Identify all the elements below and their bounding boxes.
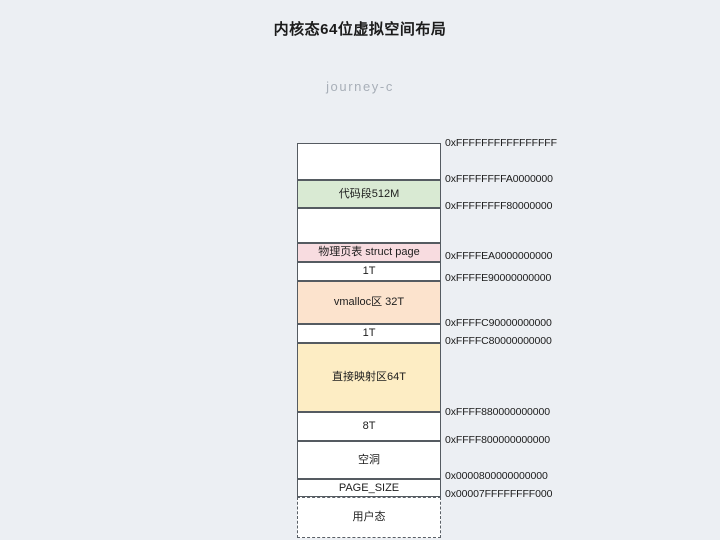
memory-region-label: 8T [362, 420, 376, 433]
address-boundary-label: 0xFFFFE90000000000 [445, 272, 552, 284]
memory-region-label: 1T [362, 265, 376, 278]
address-boundary-label: 0x0000800000000000 [445, 470, 548, 482]
watermark-label: journey-c [326, 79, 394, 94]
memory-region-label: 空洞 [358, 453, 380, 466]
memory-region-label: 物理页表 struct page [318, 246, 420, 259]
memory-region-block: 物理页表 struct page [297, 243, 441, 262]
memory-region-label: 用户态 [352, 511, 386, 524]
memory-region-block: PAGE_SIZE [297, 479, 441, 497]
memory-region-label: 直接映射区64T [332, 371, 406, 384]
address-boundary-label: 0xFFFF800000000000 [445, 434, 551, 446]
memory-region-block: 用户态 [297, 497, 441, 538]
memory-region-label: 1T [362, 327, 376, 340]
memory-region-block: 1T [297, 262, 441, 281]
memory-region-block: 直接映射区64T [297, 343, 441, 412]
address-boundary-label: 0xFFFFEA0000000000 [445, 250, 553, 262]
page-title: 内核态64位虚拟空间布局 [273, 21, 447, 38]
memory-region-block: 代码段512M [297, 180, 441, 208]
memory-region-block: 1T [297, 324, 441, 343]
memory-region-label: vmalloc区 32T [333, 296, 405, 309]
memory-region-label: PAGE_SIZE [338, 481, 400, 494]
memory-region-block [297, 208, 441, 243]
address-boundary-label: 0xFFFF880000000000 [445, 406, 551, 418]
memory-region-block: 空洞 [297, 441, 441, 479]
memory-region-label: 代码段512M [338, 187, 400, 200]
memory-region-block [297, 143, 441, 180]
address-boundary-label: 0x00007FFFFFFFF000 [445, 488, 553, 500]
address-boundary-label: 0xFFFFFFFFFFFFFFFF [445, 137, 557, 149]
address-boundary-label: 0xFFFFC90000000000 [445, 317, 552, 329]
address-boundary-label: 0xFFFFC80000000000 [445, 335, 552, 347]
address-boundary-label: 0xFFFFFFFF80000000 [445, 200, 553, 212]
memory-region-block: vmalloc区 32T [297, 281, 441, 324]
memory-region-block: 8T [297, 412, 441, 441]
address-boundary-label: 0xFFFFFFFFA0000000 [445, 173, 553, 185]
